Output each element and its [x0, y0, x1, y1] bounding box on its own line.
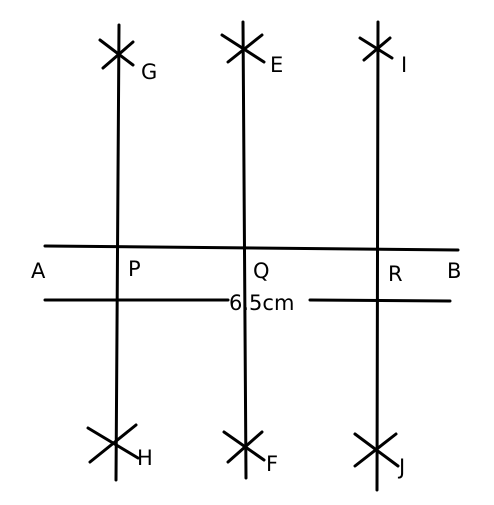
- measure-line-right: [308, 298, 452, 303]
- label-r: R: [388, 262, 403, 286]
- label-g: G: [141, 60, 157, 84]
- arc-mark-e: [220, 33, 266, 64]
- measurement-label: 6.5cm: [229, 291, 294, 315]
- arc-mark-h: [86, 423, 140, 464]
- arc-mark-f: [222, 430, 266, 464]
- line-gh: [114, 23, 121, 482]
- label-j: J: [397, 455, 405, 479]
- arc-mark-j: [353, 432, 400, 468]
- label-h: H: [137, 446, 153, 470]
- label-q: Q: [253, 259, 270, 283]
- arc-mark-i: [358, 36, 394, 62]
- line-ij: [375, 20, 380, 492]
- label-a: A: [31, 259, 46, 283]
- label-e: E: [270, 53, 283, 77]
- label-f: F: [266, 452, 278, 476]
- arc-mark-g: [98, 38, 135, 70]
- line-ef: [241, 20, 248, 480]
- label-p: P: [128, 257, 141, 281]
- line-ab: [43, 244, 460, 252]
- label-i: I: [401, 53, 407, 77]
- label-b: B: [447, 259, 461, 283]
